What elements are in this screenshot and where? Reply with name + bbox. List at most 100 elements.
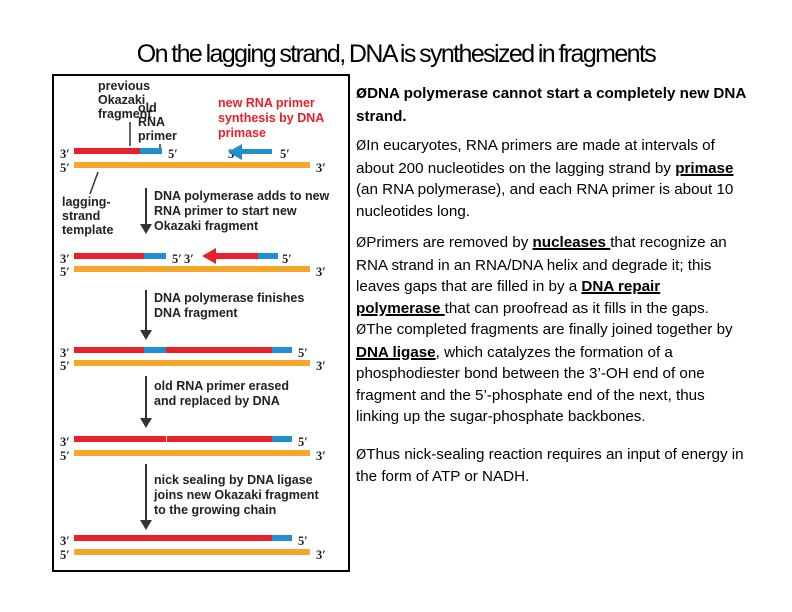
label-previous-okazaki-3: fragment bbox=[98, 107, 152, 121]
bullet-2: ØIn eucaryotes, RNA primers are made at … bbox=[356, 135, 746, 222]
bullet-2-text-b: (an RNA polymerase), and each RNA primer… bbox=[356, 181, 734, 220]
step-arrowhead bbox=[140, 224, 152, 234]
end-label-3p: 3′ bbox=[316, 548, 326, 562]
step-arrowhead bbox=[140, 330, 152, 340]
okazaki-diagram: previous Okazaki fragment old RNA primer… bbox=[60, 79, 330, 562]
end-label-3p: 3′ bbox=[60, 147, 70, 161]
bullet-1: ØDNA polymerase cannot start a completel… bbox=[356, 83, 746, 127]
bullet-arrow-icon: Ø bbox=[356, 87, 368, 102]
end-label-5p: 5′ bbox=[60, 265, 70, 279]
step4-line2: joins new Okazaki fragment bbox=[153, 488, 319, 502]
bullet-arrow-icon: Ø bbox=[356, 323, 367, 338]
slide-title: On the lagging strand, DNA is synthesize… bbox=[136, 40, 657, 68]
end-label-5p: 5′ bbox=[280, 147, 290, 161]
rna-primer-segment bbox=[258, 253, 278, 259]
dna-segment bbox=[74, 436, 166, 442]
polymerase-arrowhead bbox=[202, 248, 216, 264]
end-label-3p: 3′ bbox=[316, 449, 326, 463]
dna-segment bbox=[74, 347, 144, 353]
end-label-5p: 5′ bbox=[172, 252, 182, 266]
bullet-2-text-a: In eucaryotes, RNA primers are made at i… bbox=[356, 137, 715, 177]
okazaki-figure: previous Okazaki fragment old RNA primer… bbox=[52, 74, 350, 572]
bullet-5-text: Thus nick-sealing reaction requires an i… bbox=[356, 445, 744, 486]
step2-line2: DNA fragment bbox=[154, 306, 238, 320]
rna-primer-segment bbox=[272, 535, 292, 541]
rna-primer-segment bbox=[272, 347, 292, 353]
dna-segment bbox=[74, 535, 272, 541]
end-label-5p: 5′ bbox=[60, 359, 70, 373]
end-label-5p: 5′ bbox=[60, 161, 70, 175]
bullet-arrow-icon: Ø bbox=[356, 447, 367, 463]
bullet-3: ØPrimers are removed by nucleases that r… bbox=[356, 232, 746, 319]
bullet-arrow-icon: Ø bbox=[356, 236, 367, 251]
step3-line2: and replaced by DNA bbox=[154, 394, 280, 408]
end-label-5p: 5′ bbox=[298, 435, 308, 449]
bullet-3-text-c: that can proofread as it fills in the ga… bbox=[444, 299, 709, 317]
template-strand bbox=[74, 450, 310, 456]
term-nucleases: nucleases bbox=[532, 234, 611, 251]
bullet-4-text-b: , which catalyzes the formation of a pho… bbox=[356, 343, 705, 426]
dna-segment bbox=[74, 253, 144, 259]
step-arrowhead bbox=[140, 520, 152, 530]
label-new-rna-primer-2: synthesis by DNA bbox=[218, 111, 324, 125]
bullet-5: ØThus nick-sealing reaction requires an … bbox=[356, 444, 746, 488]
label-lagging-template-3: template bbox=[62, 223, 113, 237]
label-new-rna-primer-3: primase bbox=[218, 126, 266, 140]
end-label-3p: 3′ bbox=[60, 346, 70, 360]
end-label-5p: 5′ bbox=[298, 346, 308, 360]
bullet-3-text-a: Primers are removed by bbox=[366, 234, 533, 251]
new-dna-segment bbox=[166, 347, 272, 353]
rna-primer-segment bbox=[144, 253, 166, 259]
end-label-3p: 3′ bbox=[316, 161, 326, 175]
template-strand bbox=[74, 162, 310, 168]
label-lagging-template-1: lagging- bbox=[62, 195, 111, 209]
label-lagging-template-2: strand bbox=[62, 209, 100, 223]
end-label-5p: 5′ bbox=[282, 252, 292, 266]
template-strand bbox=[74, 549, 310, 555]
label-previous-okazaki-2: Okazaki bbox=[98, 93, 145, 107]
step3-line1: old RNA primer erased bbox=[154, 379, 289, 393]
step1-line3: Okazaki fragment bbox=[154, 219, 259, 233]
end-label-3p: 3′ bbox=[316, 265, 326, 279]
step1-line2: RNA primer to start new bbox=[154, 204, 297, 218]
term-dna-ligase: DNA ligase bbox=[356, 343, 436, 361]
term-primase: primase bbox=[675, 159, 734, 177]
label-old-rna-primer-2: RNA bbox=[138, 115, 165, 129]
bullet-3-text-b: that recognize an RNA strand in an RNA/D… bbox=[356, 234, 727, 295]
bullet-1-text: DNA polymerase cannot start a completely… bbox=[356, 85, 746, 125]
rna-primer-segment bbox=[140, 148, 162, 154]
end-label-5p: 5′ bbox=[60, 548, 70, 562]
end-label-3p: 3′ bbox=[60, 534, 70, 548]
end-label-5p: 5′ bbox=[298, 534, 308, 548]
new-primer-arrowhead bbox=[228, 144, 242, 160]
step1-line1: DNA polymerase adds to new bbox=[154, 189, 330, 203]
label-new-rna-primer-1: new RNA primer bbox=[218, 96, 315, 110]
step4-line1: nick sealing by DNA ligase bbox=[154, 473, 313, 487]
label-previous-okazaki-1: previous bbox=[98, 79, 150, 93]
new-dna-segment bbox=[216, 253, 258, 259]
bullet-list: ØDNA polymerase cannot start a completel… bbox=[356, 83, 746, 488]
bullet-4: ØThe completed fragments are finally joi… bbox=[356, 319, 746, 428]
new-primer-arrow-shaft bbox=[242, 149, 272, 154]
term-dna-repair-polymerase: DNA repair polymerase bbox=[356, 278, 661, 317]
label-old-rna-primer-1: old bbox=[138, 101, 157, 115]
step2-line1: DNA polymerase finishes bbox=[154, 291, 304, 305]
bullet-4-text-a: The completed fragments are finally join… bbox=[366, 321, 733, 338]
bullet-arrow-icon: Ø bbox=[356, 139, 367, 154]
end-label-3p: 3′ bbox=[60, 435, 70, 449]
step-arrowhead bbox=[140, 418, 152, 428]
template-strand bbox=[74, 360, 310, 366]
end-label-5p: 5′ bbox=[60, 449, 70, 463]
template-strand bbox=[74, 266, 310, 272]
pointer-line-template bbox=[89, 171, 99, 195]
end-label-3p: 3′ bbox=[184, 252, 194, 266]
dna-segment bbox=[74, 148, 140, 154]
end-label-3p: 3′ bbox=[60, 252, 70, 266]
label-old-rna-primer-3: primer bbox=[138, 129, 177, 143]
end-label-5p: 5′ bbox=[168, 147, 178, 161]
end-label-3p: 3′ bbox=[316, 359, 326, 373]
rna-primer-segment bbox=[272, 436, 292, 442]
step4-line3: to the growing chain bbox=[154, 503, 276, 517]
rna-primer-segment bbox=[144, 347, 166, 353]
new-dna-segment bbox=[167, 436, 272, 442]
